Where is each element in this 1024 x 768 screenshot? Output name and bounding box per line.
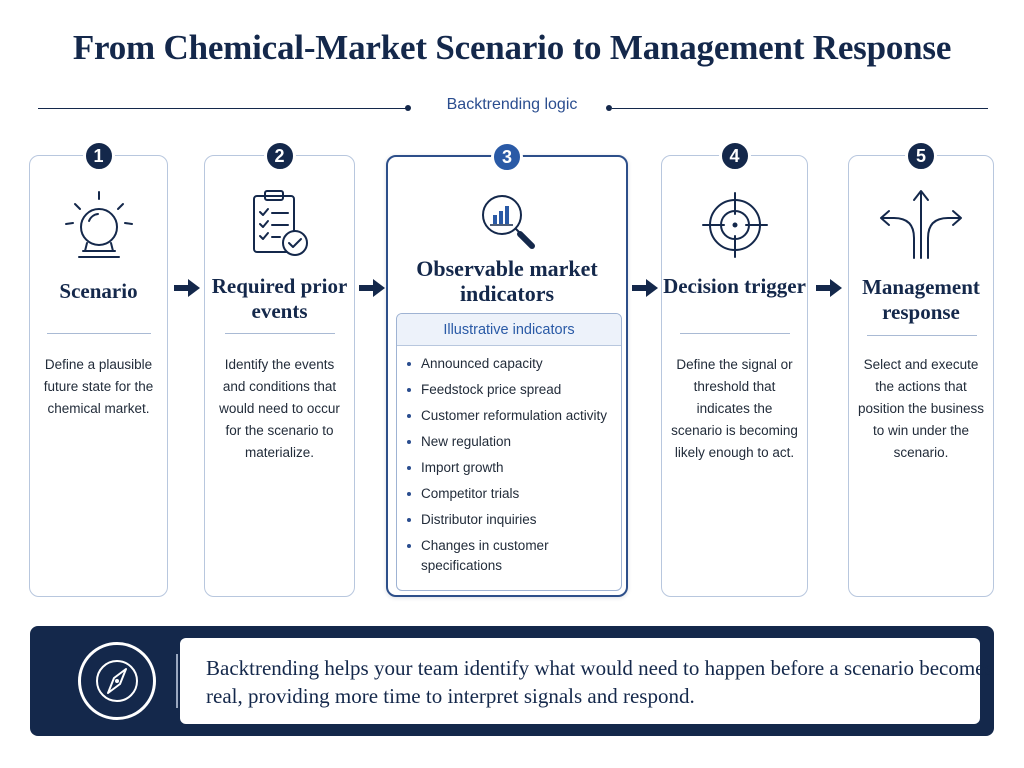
compass-icon — [78, 642, 156, 720]
subtitle-dot-right — [606, 105, 612, 111]
checklist-icon — [252, 190, 308, 256]
step-card-required-prior-events: 2 Required prior events Identify the eve… — [204, 140, 355, 597]
step-title: Management response — [862, 275, 980, 324]
summary-lead: Backtrending — [206, 656, 320, 680]
step-badge: 2 — [263, 140, 296, 172]
step-title: Observable market indicators — [416, 256, 598, 306]
list-item: Announced capacity — [407, 354, 615, 374]
step-divider — [680, 333, 790, 334]
step-card-scenario: 1 Scenario Define a plausible future sta… — [29, 140, 168, 597]
step-card-management-response: 5 Management response Select and execute… — [848, 140, 994, 597]
magnifier-chart-icon — [482, 195, 535, 249]
list-item: Distributor inquiries — [407, 510, 615, 530]
step-card-observable-market-indicators: 3 Observable market indicators Illustrat… — [386, 141, 628, 597]
subtitle: Backtrending logic — [446, 96, 578, 113]
summary-text: Backtrending helps your team identify wh… — [206, 654, 996, 710]
summary-banner-panel — [180, 638, 980, 724]
step-badge: 1 — [82, 140, 115, 172]
indicators-panel: Illustrative indicators Announced capaci… — [396, 313, 622, 591]
subtitle-dot-left — [405, 105, 411, 111]
flow-arrow-icon — [816, 279, 842, 297]
target-icon — [701, 192, 768, 258]
indicators-list: Announced capacity Feedstock price sprea… — [397, 346, 621, 575]
step-badge: 3 — [491, 141, 523, 173]
list-item: Import growth — [407, 458, 615, 478]
summary-banner: Backtrending helps your team identify wh… — [30, 626, 994, 736]
step-description: Select and execute the actions that posi… — [857, 357, 985, 460]
step-description: Define the signal or threshold that indi… — [671, 357, 798, 460]
step-divider — [867, 335, 977, 336]
flow-arrow-icon — [174, 279, 200, 297]
step-title: Decision trigger — [663, 274, 806, 298]
crystal-ball-icon — [64, 191, 133, 258]
step-card-decision-trigger: 4 Decision trigger Define the signal or … — [661, 140, 808, 597]
branching-arrows-icon — [880, 190, 962, 259]
indicators-heading: Illustrative indicators — [397, 314, 621, 346]
list-item: Customer reformulation activity — [407, 406, 615, 426]
list-item: Competitor trials — [407, 484, 615, 504]
step-divider — [47, 333, 151, 334]
flow-arrow-icon — [359, 279, 385, 297]
page-title: From Chemical-Market Scenario to Managem… — [72, 28, 952, 67]
banner-separator — [176, 654, 178, 708]
step-title: Required prior events — [211, 274, 348, 323]
subtitle-rule-left — [38, 108, 406, 109]
list-item: Changes in customer specifications — [407, 536, 557, 575]
subtitle-rule-right — [612, 108, 988, 109]
step-badge: 4 — [718, 140, 751, 172]
step-title: Scenario — [59, 279, 138, 303]
list-item: New regulation — [407, 432, 615, 452]
step-badge: 5 — [905, 140, 937, 172]
list-item: Feedstock price spread — [407, 380, 615, 400]
flow-arrow-icon — [632, 279, 658, 297]
step-divider — [225, 333, 335, 334]
summary-body: helps your team identify what would need… — [206, 656, 993, 708]
step-description: Identify the events and conditions that … — [219, 357, 340, 460]
step-description: Define a plausible future state for the … — [43, 357, 154, 416]
